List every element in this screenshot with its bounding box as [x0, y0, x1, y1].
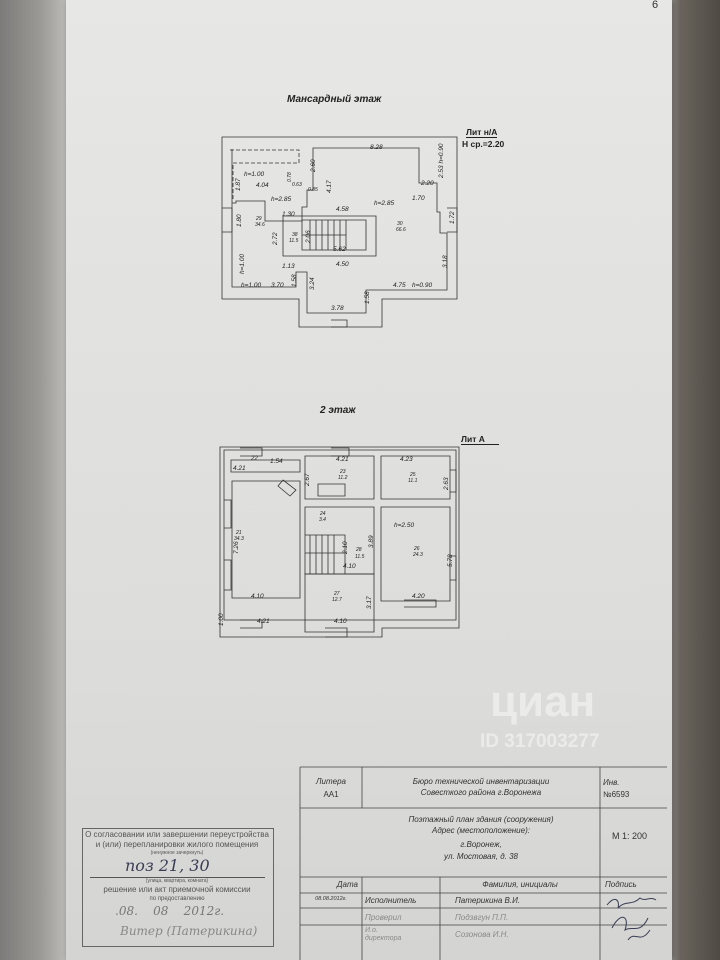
room-number: 27 [334, 591, 340, 597]
attic-lit: Лит н/А [466, 127, 498, 138]
bureau-line1: Бюро технической инвентаризации [412, 777, 550, 786]
attic-avg-height: Н ср.=2.20 [462, 139, 505, 149]
floor2-heading: 2 этаж [320, 405, 356, 416]
inv-value: №6593 [603, 790, 630, 799]
room-number: 23 [340, 469, 346, 475]
height-label: h=2.85 [271, 196, 292, 203]
room-area: 66.6 [396, 227, 406, 233]
room-number: 26 [414, 546, 420, 552]
attic-heading: Мансардный этаж [287, 94, 382, 105]
dimension-label: 4.23 [400, 456, 413, 463]
dimension-label: 4.21 [233, 465, 246, 472]
room-area: 3.4 [319, 517, 326, 523]
stamp-signature: Витер (Патерикина) [120, 924, 258, 938]
room-number: 29 [256, 216, 262, 222]
height-label: h=1.00 [241, 282, 262, 289]
approval-stamp [82, 828, 274, 947]
floor2-lit: Лит А [461, 434, 499, 445]
plan-title: Поэтажный план здания (сооружения) [408, 815, 554, 824]
dimension-label: 5.62 [333, 246, 346, 253]
inv-label: Инв. [603, 778, 620, 787]
dimension-label: 0.85 [308, 187, 318, 193]
stamp-small3: по предоставлению [149, 896, 205, 902]
dimension-label: 1.54 [270, 458, 283, 465]
height-label: h=2.50 [394, 522, 415, 529]
room-area: 34.6 [255, 222, 265, 228]
col-name: Фамилия, инициалы [482, 880, 558, 889]
row-role: Проверил [365, 913, 402, 922]
dimension-label: 1.13 [282, 263, 295, 270]
dimension-label: 3.70 [271, 282, 284, 289]
row-role: Исполнитель [365, 896, 417, 905]
document-page [66, 0, 672, 960]
scale: М 1: 200 [612, 831, 648, 841]
dimension-label: 2.20 [421, 180, 434, 187]
room-number: 22 [251, 456, 258, 462]
room-area: 12.7 [332, 597, 342, 603]
col-date: Дата [336, 880, 358, 889]
dimension-label: 8.28 [370, 144, 383, 151]
litera-value: АА1 [323, 790, 339, 799]
dimension-label: 4.10 [334, 618, 347, 625]
bureau-line2: Совесткого района г.Воронежа [420, 788, 542, 797]
dimension-label: 4.21 [336, 456, 349, 463]
row-name: Подзвгун П.П. [455, 913, 509, 922]
row-role: И.о. директора [365, 927, 402, 942]
stamp-line2: и (или) перепланировки жилого помещения [95, 840, 259, 849]
dimension-label: 4.20 [412, 593, 425, 600]
height-label: h=1.00 [244, 171, 265, 178]
dimension-label: 4.21 [257, 618, 270, 625]
room-area: 24.3 [413, 552, 423, 558]
dimension-label: 1.30 [282, 211, 295, 218]
dimension-label: 1.70 [412, 195, 425, 202]
dimension-label: 4.50 [336, 261, 349, 268]
watermark-id: ID 317003277 [480, 731, 600, 752]
dimension-label: 4.58 [336, 206, 349, 213]
dimension-label: 4.10 [343, 563, 356, 570]
room-number: 21 [236, 530, 242, 536]
row-date: 08.08.2012г. [315, 896, 347, 902]
room-number: 38 [292, 232, 298, 238]
stamp-underline [90, 877, 265, 878]
address-label: Адрес (местоположение): [432, 826, 530, 835]
dimension-label: 4.10 [251, 593, 264, 600]
height-label: h=0.90 [412, 282, 433, 289]
stamp-line1: О согласовании или завершении переустрой… [85, 830, 269, 839]
height-label: h=2.85 [374, 200, 395, 207]
dimension-label: 4.04 [256, 182, 269, 189]
stamp-small2: (улица, квартира, комната) [145, 878, 209, 884]
dimension-label: 0.63 [292, 182, 302, 188]
room-area: 34.3 [234, 536, 244, 542]
row-name: Созонова И.Н. [455, 930, 509, 939]
stamp-handwritten-date: .08. 08 2012г. [115, 904, 225, 918]
address-city: г.Воронеж, [460, 840, 502, 849]
room-area: 11.2 [338, 475, 348, 481]
address-street: ул. Мостовая, д. 38 [444, 852, 518, 861]
page-number: 6 [652, 0, 659, 11]
room-number: 30 [397, 221, 403, 227]
stamp-small1: (ненужное зачеркнуть) [150, 850, 204, 856]
room-number: 25 [410, 472, 416, 478]
stamp-line3: решение или акт приемочной комиссии [103, 885, 251, 894]
row-name: Патерикина В.И. [455, 896, 521, 905]
litera-label: Литера [316, 777, 346, 786]
dimension-label: 3.78 [331, 305, 344, 312]
room-number: 28 [356, 547, 362, 553]
watermark-brand: циан [490, 677, 596, 726]
room-area: 11.5 [355, 554, 365, 560]
dimension-label: 4.75 [393, 282, 406, 289]
room-area: 11.5 [289, 238, 299, 244]
room-number: 24 [320, 511, 326, 517]
room-area: 11.1 [408, 478, 418, 484]
stamp-handwritten-pos: поз 21, 30 [125, 856, 210, 875]
col-sign: Подпись [605, 880, 637, 889]
